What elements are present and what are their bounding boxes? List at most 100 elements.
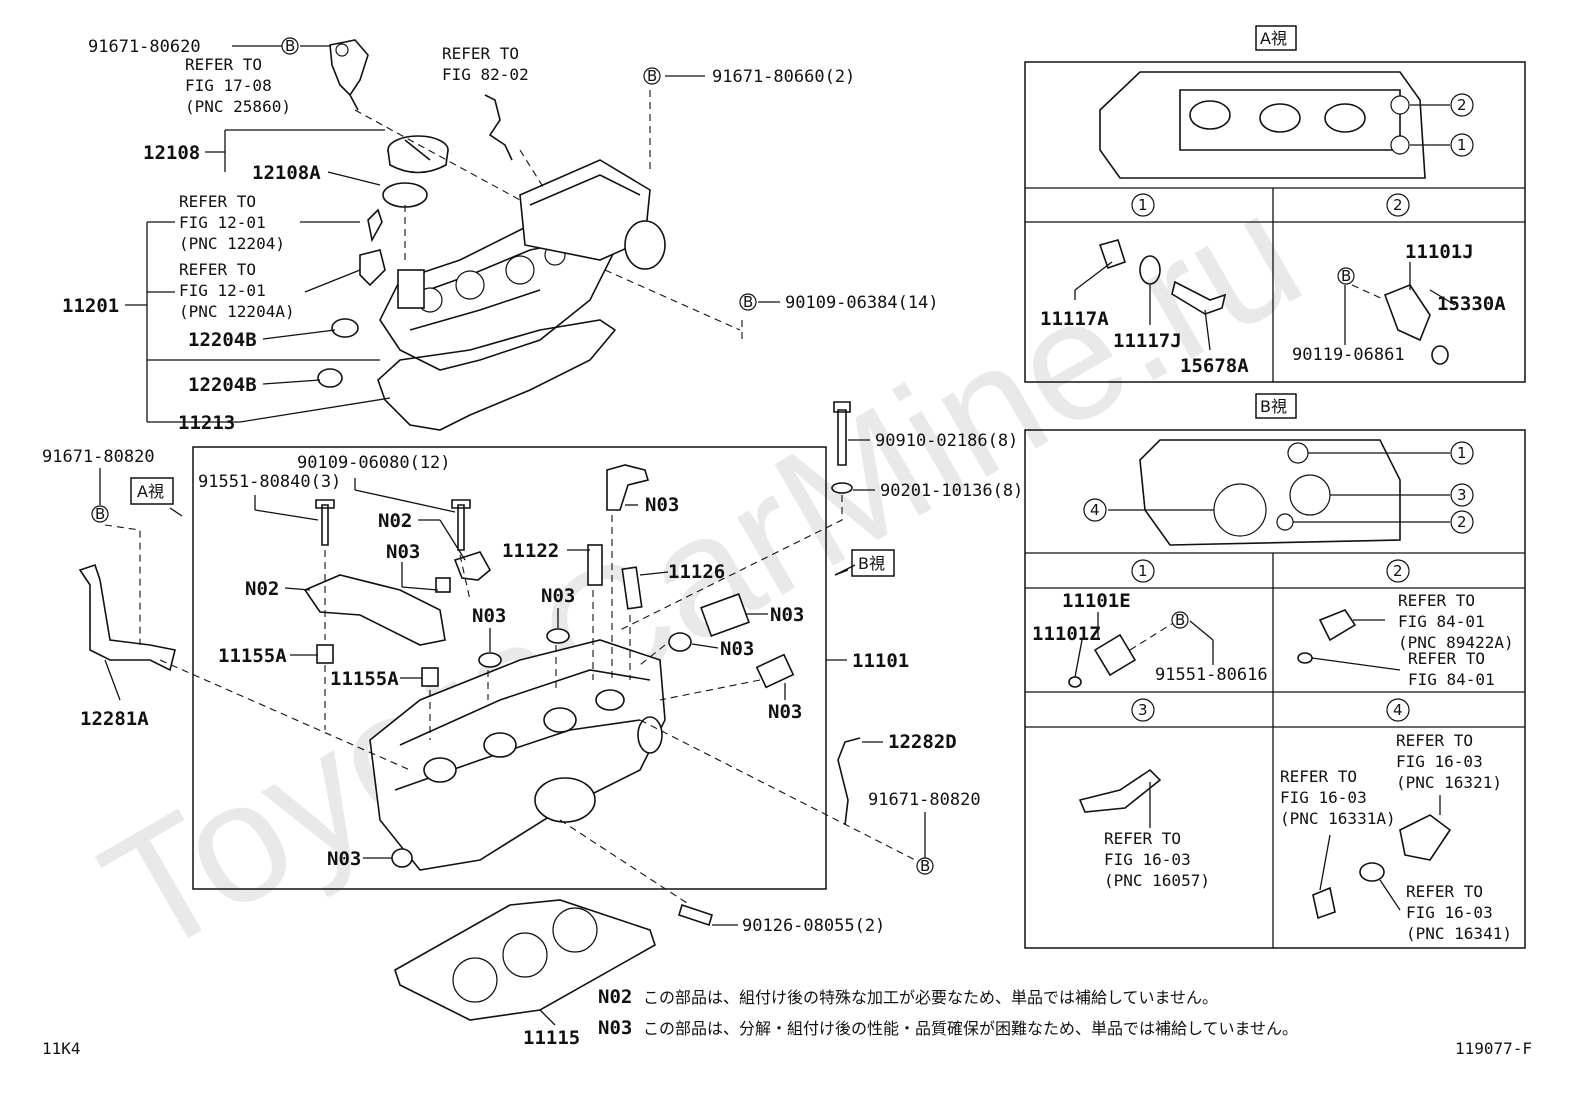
circled-b-marker-1: B [281,37,299,55]
seal-n03-c-drawing [391,848,413,868]
guide-11126-drawing [621,566,643,610]
ref-fig-16-03c-line2: FIG 16-03 [1280,788,1367,807]
note-n03-text: この部品は、分解・組付け後の性能・品質確保が困難なため、単品では補給していません… [643,1019,1298,1038]
callout-1-b-view-head: 1 [1450,441,1474,465]
oil-filler-cap-drawing [387,135,449,174]
ref-fig-16-03c-line1: REFER TO [1280,767,1357,786]
circled-b-marker-7: B [1171,611,1189,629]
ref-fig-84-01a-line2: FIG 84-01 [1398,612,1485,631]
svg-text:B: B [1341,267,1351,285]
lifter-11155a-1-drawing [316,644,334,664]
ref-fig-16-03d-line1: REFER TO [1406,882,1483,901]
label-11213: 11213 [178,412,235,434]
label-11117j: 11117J [1113,330,1182,352]
view-a-head-drawing [1099,71,1426,179]
svg-text:B: B [1175,611,1185,629]
callout-4-b-view-section: 4 [1386,698,1410,722]
label-91671-80620: 91671-80620 [88,37,201,57]
label-12204b-2: 12204B [188,374,257,396]
ref-fig-12-01a-line2: FIG 12-01 [179,213,266,232]
label-11101z: 11101Z [1032,623,1101,645]
label-11117a: 11117A [1040,308,1109,330]
callout-2-a-view-section: 2 [1386,193,1410,217]
circled-b-marker-5: B [916,857,934,875]
cylinder-head-drawing [369,639,666,871]
label-11101: 11101 [852,650,909,672]
ref-fig-84-01b-line2: FIG 84-01 [1408,670,1495,689]
head-gasket-11115-drawing [394,899,656,1021]
svg-text:2: 2 [1457,513,1467,531]
label-11201: 11201 [62,295,119,317]
label-90109-06080: 90109-06080(12) [297,453,451,473]
ref-fig-12-01a-line3: (PNC 12204) [179,234,285,253]
cylinder-head-cover-drawing [377,159,666,431]
view-b-tag-main: B視 [858,554,885,573]
sleeve-n03-drawing [755,653,795,689]
label-n03-g: N03 [768,701,802,723]
note-n02-text: この部品は、組付け後の特殊な加工が必要なため、単品では補給していません。 [643,988,1218,1007]
ref-fig-12-01b-line2: FIG 12-01 [179,281,266,300]
svg-text:2: 2 [1393,562,1403,580]
cap-n03-drawing [435,577,451,593]
bearing-cap-drawing [303,574,446,646]
label-91551-80616: 91551-80616 [1155,665,1268,685]
svg-text:B: B [95,505,105,523]
label-11101j: 11101J [1405,241,1474,263]
label-91551-80840: 91551-80840(3) [198,472,341,492]
svg-text:1: 1 [1138,196,1148,214]
view-a-panel-title: A視 [1260,29,1287,48]
callout-4-b-view-head: 4 [1083,498,1107,522]
circled-b-marker-6: B [1337,267,1355,285]
seal-n03-b-drawing [546,628,570,644]
ref-fig-12-01a-line1: REFER TO [179,192,256,211]
label-15678a: 15678A [1180,355,1249,377]
svg-text:B: B [743,293,753,311]
label-15330a: 15330A [1437,293,1506,315]
label-11155a-2: 11155A [330,668,399,690]
grommet-12204b-2-drawing [317,368,343,388]
label-n03-c: N03 [541,585,575,607]
label-n03-b: N03 [645,494,679,516]
ref-fig-16-03b-line2: FIG 16-03 [1396,752,1483,771]
label-12281a: 12281A [80,708,149,730]
label-n03-f: N03 [720,638,754,660]
svg-text:3: 3 [1138,701,1148,719]
bracket-drawing [484,94,513,161]
footer-right-code: 119077-F [1455,1039,1532,1058]
svg-text:4: 4 [1090,501,1100,519]
label-11126: 11126 [668,561,725,583]
label-n03-h: N03 [327,848,361,870]
ref-fig-16-03d-line3: (PNC 16341) [1406,924,1512,943]
label-12204b-1: 12204B [188,329,257,351]
svg-text:1: 1 [1457,444,1467,462]
label-n03-d: N03 [472,605,506,627]
label-11155a-1: 11155A [218,645,287,667]
note-n02-code: N02 [598,986,632,1008]
view-a-parts-drawing [1098,239,1449,365]
svg-text:3: 3 [1457,486,1467,504]
bolt-91551-80840-drawing [315,499,335,546]
ref-fig-82-02-line1: REFER TO [442,44,519,63]
callout-1-a-view-head: 1 [1450,133,1474,157]
label-11115: 11115 [523,1027,580,1049]
ref-fig-84-01b-line1: REFER TO [1408,649,1485,668]
view-a-tag-main: A視 [137,482,164,501]
callout-3-b-view-head: 3 [1450,483,1474,507]
ref-fig-16-03b-line3: (PNC 16321) [1396,773,1502,792]
label-12282d: 12282D [888,731,957,753]
ref-fig-17-08-line3: (PNC 25860) [185,97,291,116]
o-ring-12108a-drawing [382,182,428,208]
ref-fig-84-01a-line1: REFER TO [1398,591,1475,610]
svg-text:1: 1 [1457,136,1467,154]
plug-n03-b-drawing [668,632,692,652]
callout-1-b-view-section: 1 [1131,559,1155,583]
label-91671-80820-a: 91671-80820 [42,447,155,467]
ref-fig-16-03a-line1: REFER TO [1104,829,1181,848]
callout-3-b-view-section: 3 [1131,698,1155,722]
label-91671-80820-b: 91671-80820 [868,790,981,810]
label-n02-b: N02 [245,578,279,600]
svg-text:B: B [920,857,930,875]
bolt-90109-06080-drawing [451,499,471,551]
ref-fig-17-08-line2: FIG 17-08 [185,76,272,95]
